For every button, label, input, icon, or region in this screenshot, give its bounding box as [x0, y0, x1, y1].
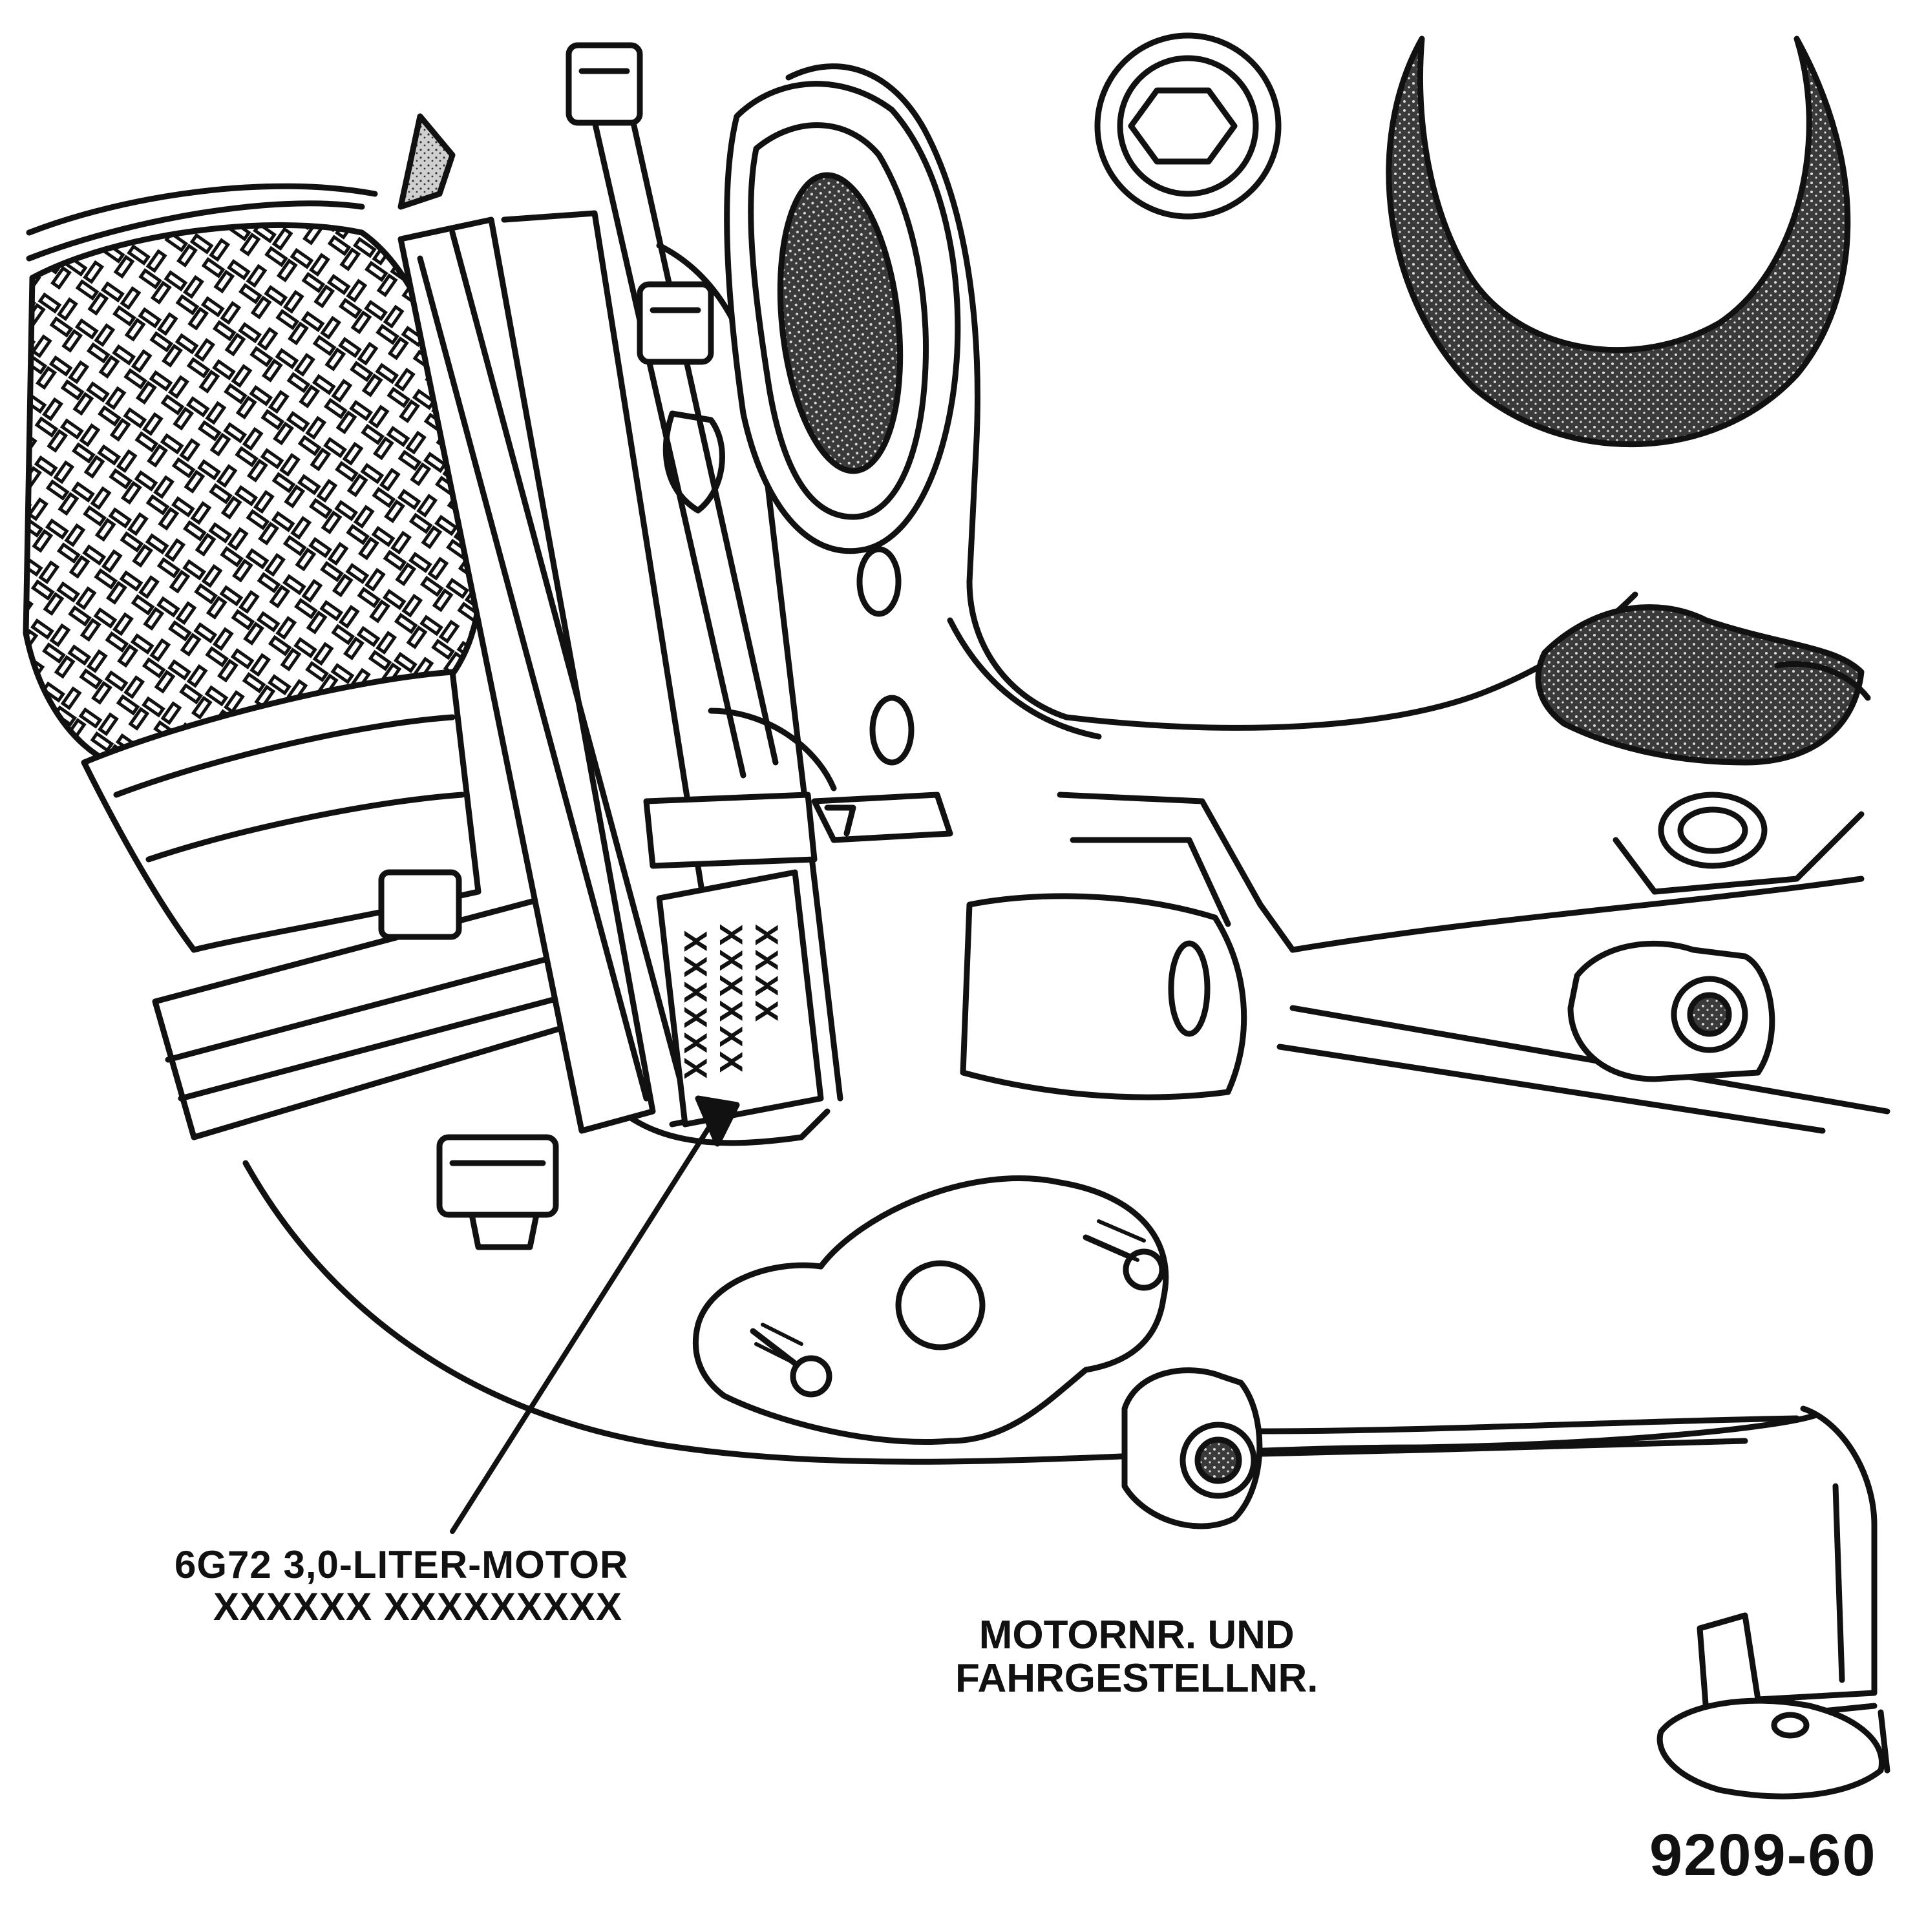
stamp-line-2: XXXXXX	[713, 924, 749, 1077]
flange-plate	[692, 1175, 1169, 1445]
bolt-head-top	[1094, 32, 1282, 220]
stamp-line-1: XXXX	[748, 924, 785, 1026]
engine-callout-line-1: 6G72 3,0-LITER-MOTOR	[175, 1543, 629, 1586]
z-bracket	[1656, 1405, 1890, 1800]
pulley-crescent	[1386, 36, 1851, 448]
exhaust-flange	[724, 81, 961, 766]
crossmember	[1057, 792, 1890, 1134]
figure-number: 9209-60	[1649, 1822, 1877, 1888]
mount-bracket	[152, 869, 611, 1250]
engine-block	[397, 210, 843, 1134]
number-callout-label: MOTORNR. UND FAHRGESTELLNR.	[955, 1613, 1318, 1701]
slotted-bracket	[960, 893, 1247, 1100]
number-callout-line-2: FAHRGESTELLNR.	[955, 1655, 1318, 1701]
mount-insulator	[1535, 604, 1871, 766]
number-callout-line-1: MOTORNR. UND	[979, 1613, 1295, 1657]
manifold	[785, 63, 1638, 843]
bushing-right	[1567, 940, 1775, 1082]
engine-callout-line-2: XXXXXX XXXXXXXXX	[213, 1584, 622, 1628]
stamping-pad	[656, 869, 824, 1128]
stamp-line-3: XXXXXX	[677, 930, 714, 1084]
top-arrow	[397, 113, 456, 210]
engine-callout-label: 6G72 3,0-LITER-MOTOR XXXXXX XXXXXXXXX	[175, 1544, 628, 1628]
leader-arrow	[450, 1095, 740, 1534]
dipstick-tube	[566, 42, 779, 779]
lower-bushing	[1121, 1367, 1800, 1529]
